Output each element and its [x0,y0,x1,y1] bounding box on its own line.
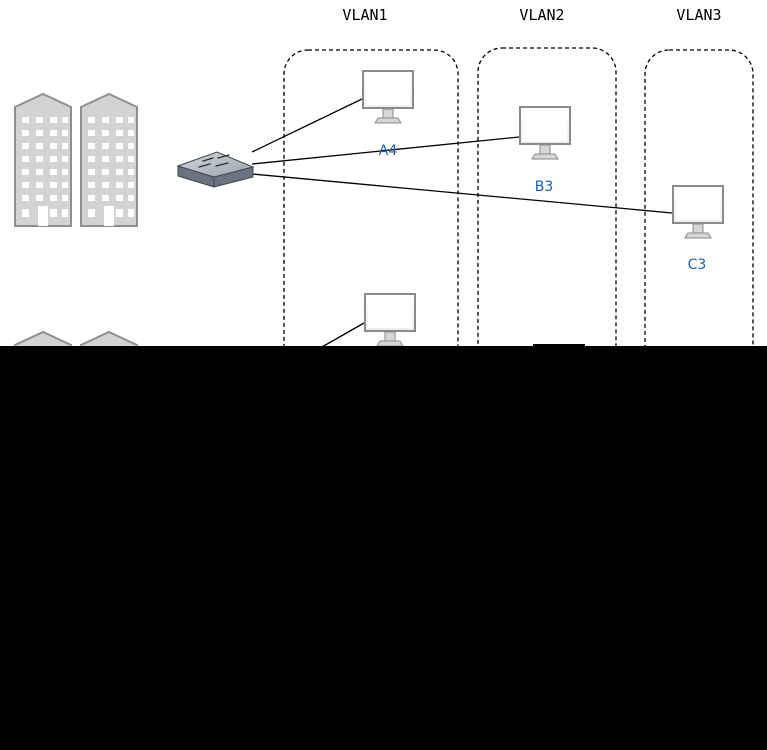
link-switch-a4 [251,98,363,153]
link-switch-b3 [251,136,520,165]
pc-c3-label: C3 [688,257,707,273]
pc-b3-label: B3 [535,179,554,195]
desktop-monitor-icon [362,70,414,124]
vlan1-label: VLAN1 [342,6,387,24]
desktop-monitor-icon [672,185,724,239]
link-switch-c3 [251,173,673,214]
occluded-region [0,346,767,750]
link-lower-pc [321,322,365,348]
vlan2-label: VLAN2 [519,6,564,24]
vlan3-label: VLAN3 [676,6,721,24]
desktop-monitor-icon [364,293,416,347]
desktop-monitor-icon [519,106,571,160]
office-building-icon [14,93,72,227]
network-switch-icon [176,151,255,188]
office-building-icon [80,93,138,227]
pc-a4-label: A4 [379,143,398,159]
